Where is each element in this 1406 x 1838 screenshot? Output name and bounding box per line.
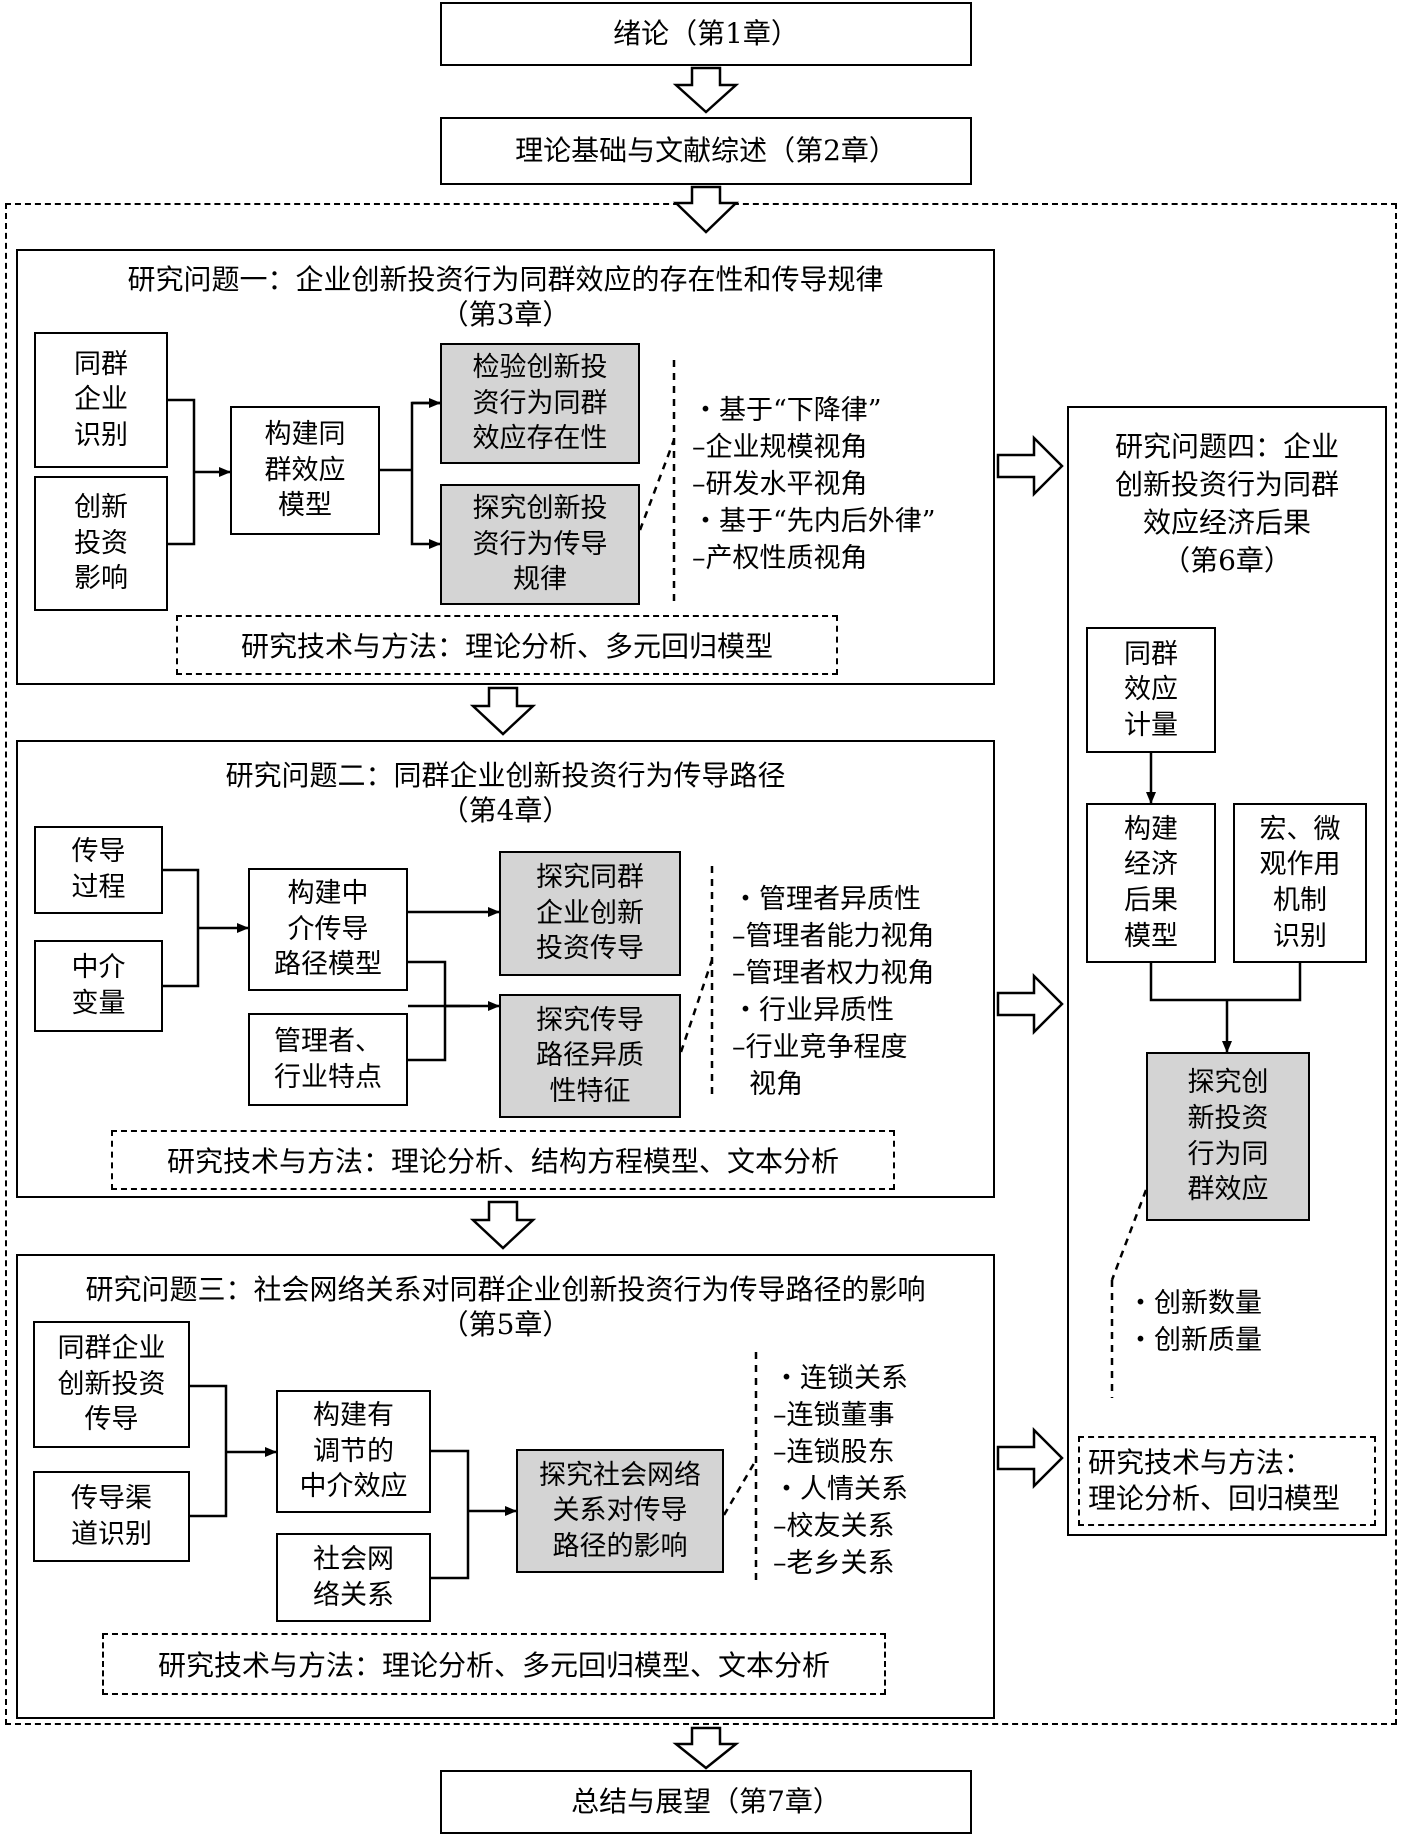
- theory-text: 理论基础与文献综述（第2章）: [515, 133, 897, 167]
- q3-transfer: 同群企业 创新投资 传导: [33, 1321, 190, 1448]
- q3-title: 研究问题三：社会网络关系对同群企业创新投资行为传导路径的影响（第5章）: [16, 1272, 995, 1342]
- q4-measure: 同群 效应 计量: [1086, 627, 1216, 753]
- q1-bullet-2: –企业规模视角: [692, 432, 868, 463]
- q3-method-text: 研究技术与方法：理论分析、多元回归模型、文本分析: [157, 1649, 830, 1682]
- q3-bullet-6: –老乡关系: [773, 1548, 895, 1579]
- arrow-q1-to-q4: [998, 440, 1062, 454]
- q2-explore-heterogeneity: 探究传导 路径异质 性特征: [499, 994, 681, 1118]
- q3-bullet-1: ・连锁关系: [773, 1363, 908, 1394]
- arrow-theory-to-research: [672, 185, 740, 234]
- arrow-research-to-conclusion: [672, 1726, 740, 1770]
- q4-panel: [1067, 406, 1387, 1536]
- q3-model: 构建有 调节的 中介效应: [276, 1390, 431, 1513]
- q2-model-to-explore2: [408, 960, 470, 1008]
- q2-title: 研究问题二：同群企业创新投资行为传导路径（第4章）: [16, 758, 995, 828]
- q2-model: 构建中 介传导 路径模型: [248, 868, 408, 991]
- q1-leader: [638, 439, 676, 531]
- q1-merge-line: [168, 398, 230, 546]
- q4-mechanism: 宏、微 观作用 机制 识别: [1233, 803, 1367, 963]
- theory-box: 理论基础与文献综述（第2章）: [440, 117, 972, 185]
- q2-chapter: （第4章）: [440, 794, 571, 827]
- q3-method: 研究技术与方法：理论分析、多元回归模型、文本分析: [102, 1633, 886, 1695]
- q1-peer-id: 同群 企业 识别: [34, 332, 168, 468]
- q3-network: 社会网 络关系: [276, 1533, 431, 1622]
- q4-method: 研究技术与方法： 理论分析、回归模型: [1078, 1436, 1376, 1526]
- q4-bullets: ・创新数量 ・创新质量: [1127, 1285, 1262, 1359]
- arrow-q1-to-q2: [469, 686, 537, 736]
- q2-title-text: 研究问题二：同群企业创新投资行为传导路径: [225, 759, 786, 792]
- q3-bullet-2: –连锁董事: [773, 1400, 895, 1431]
- q2-leader: [679, 959, 714, 1053]
- conclusion-text: 总结与展望（第7章）: [571, 1784, 841, 1818]
- conclusion-box: 总结与展望（第7章）: [440, 1770, 972, 1834]
- intro-box: 绪论（第1章）: [440, 2, 972, 66]
- q2-merge-line: [163, 868, 248, 988]
- q1-test: 检验创新投 资行为同群 效应存在性: [440, 343, 640, 464]
- q1-method-text: 研究技术与方法：理论分析、多元回归模型: [240, 630, 773, 663]
- q2-method-text: 研究技术与方法：理论分析、结构方程模型、文本分析: [166, 1145, 839, 1178]
- q2-bullet-1: ・管理者异质性: [732, 884, 921, 915]
- q1-title: 研究问题一：企业创新投资行为同群效应的存在性和传导规律（第3章）: [16, 262, 995, 332]
- arrow-intro-to-theory: [672, 66, 740, 114]
- q3-bullet-5: –校友关系: [773, 1511, 895, 1542]
- q1-bullet-5: –产权性质视角: [692, 543, 868, 574]
- q1-title-text: 研究问题一：企业创新投资行为同群效应的存在性和传导规律: [127, 263, 884, 296]
- arrow-q2-to-q3: [469, 1200, 537, 1250]
- q3-bullet-4: ・人情关系: [773, 1474, 908, 1505]
- q2-process: 传导 过程: [34, 826, 163, 914]
- q2-mediator: 中介 变量: [34, 940, 163, 1032]
- q1-split-line: [380, 401, 440, 544]
- arrow-q2-right: [996, 972, 1064, 1036]
- q4-merge-line: [1149, 963, 1302, 1052]
- q3-bullets: ・连锁关系 –连锁董事 –连锁股东 ・人情关系 –校友关系 –老乡关系: [773, 1360, 908, 1582]
- q2-bullet-6: 视角: [732, 1069, 804, 1100]
- arrow-q3-right: [996, 1426, 1064, 1490]
- q2-bullet-2: –管理者能力视角: [732, 921, 935, 952]
- q3-channel: 传导渠 道识别: [33, 1471, 190, 1562]
- q4-model: 构建 经济 后果 模型: [1086, 803, 1216, 963]
- q2-bullet-3: –管理者权力视角: [732, 958, 935, 989]
- q3-merge-line: [190, 1384, 276, 1518]
- q2-explore-transfer: 探究同群 企业创新 投资传导: [499, 851, 681, 976]
- q4-bullet-2: ・创新质量: [1127, 1325, 1262, 1356]
- q2-traits: 管理者、 行业特点: [248, 1013, 408, 1106]
- q3-model-line: [431, 1449, 470, 1580]
- q4-explore: 探究创 新投资 行为同 群效应: [1146, 1052, 1310, 1221]
- q2-traits-line: [408, 1006, 447, 1062]
- q3-chapter: （第5章）: [440, 1308, 571, 1341]
- arrow-q1-right: [996, 434, 1064, 498]
- q3-leader: [722, 1459, 758, 1516]
- q3-bullet-3: –连锁股东: [773, 1437, 895, 1468]
- intro-text: 绪论（第1章）: [613, 16, 799, 50]
- q2-method: 研究技术与方法：理论分析、结构方程模型、文本分析: [111, 1130, 895, 1190]
- q4-bullet-1: ・创新数量: [1127, 1288, 1262, 1319]
- q2-bullets: ・管理者异质性 –管理者能力视角 –管理者权力视角 ・行业异质性 –行业竞争程度…: [732, 881, 935, 1103]
- q1-model: 构建同 群效应 模型: [230, 406, 380, 535]
- q4-leader: [1110, 1189, 1148, 1281]
- q1-bullet-4: ・基于“先内后外律”: [692, 506, 936, 537]
- q1-explore: 探究创新投 资行为传导 规律: [440, 484, 640, 605]
- q1-bullet-3: –研发水平视角: [692, 469, 868, 500]
- q2-bullet-4: ・行业异质性: [732, 995, 894, 1026]
- q3-explore: 探究社会网络 关系对传导 路径的影响: [516, 1449, 724, 1573]
- q1-influence: 创新 投资 影响: [34, 476, 168, 611]
- q1-bullet-1: ・基于“下降律”: [692, 395, 882, 426]
- q2-bullet-5: –行业竞争程度: [732, 1032, 908, 1063]
- q4-title: 研究问题四：企业 创新投资行为同群 效应经济后果 （第6章）: [1114, 430, 1339, 577]
- q3-title-text: 研究问题三：社会网络关系对同群企业创新投资行为传导路径的影响: [85, 1273, 926, 1306]
- q1-panel: [16, 249, 995, 685]
- q1-bullets: ・基于“下降律” –企业规模视角 –研发水平视角 ・基于“先内后外律” –产权性…: [692, 392, 936, 577]
- q1-chapter: （第3章）: [440, 298, 571, 331]
- q1-method: 研究技术与方法：理论分析、多元回归模型: [176, 615, 838, 675]
